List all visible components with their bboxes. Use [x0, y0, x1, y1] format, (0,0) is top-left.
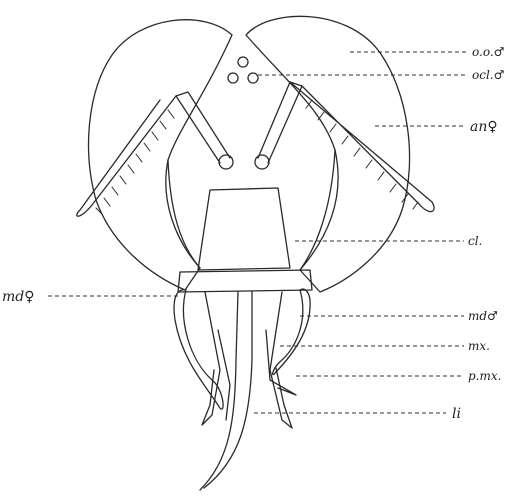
label-md-male: md♂ — [468, 309, 498, 323]
label-li: li — [452, 406, 461, 422]
label-ocl-male: ocl.♂ — [472, 68, 504, 82]
ocellus-right — [248, 73, 258, 83]
label-cl: cl. — [468, 234, 482, 248]
label-an-female: an♀ — [470, 119, 498, 135]
label-pmx: p.mx. — [468, 369, 501, 383]
left-antenna — [77, 92, 233, 216]
ocellus-top — [238, 57, 248, 67]
right-compound-eye — [246, 16, 410, 292]
maxillae — [202, 292, 292, 428]
label-md-female: md♀ — [2, 289, 34, 305]
left-compound-eye — [89, 20, 232, 290]
right-antenna — [255, 82, 434, 212]
clypeus — [198, 188, 290, 270]
ocellus-left — [228, 73, 238, 83]
label-oo-male: o.o.♂ — [472, 45, 504, 59]
head-lower-outline — [168, 150, 335, 270]
right-mandible — [273, 289, 311, 375]
labrum — [178, 270, 312, 292]
label-mx: mx. — [468, 339, 490, 353]
